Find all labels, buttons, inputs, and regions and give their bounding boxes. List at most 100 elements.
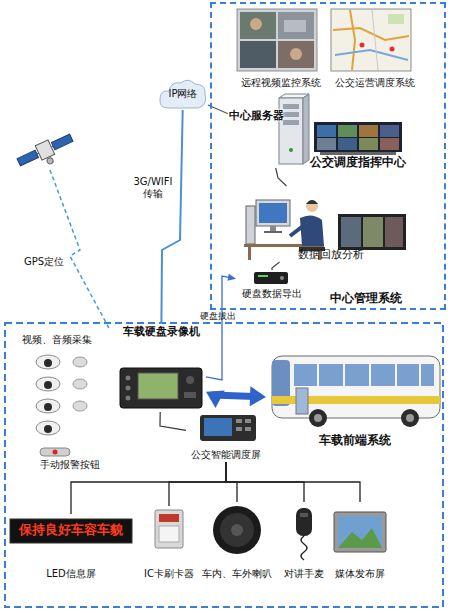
vehicle-dvr: 车载硬盘录像机 xyxy=(116,324,206,412)
free-label: GPS定位 xyxy=(24,256,74,268)
node-label: 对讲手麦 xyxy=(280,568,328,580)
dispatch-operation-system: 公交运营调度系统 xyxy=(330,8,420,90)
playback-screens xyxy=(338,214,406,250)
person-hair xyxy=(306,200,318,204)
server-bay xyxy=(283,104,299,109)
map-point xyxy=(360,43,365,48)
node-label: 数据回放分析 xyxy=(298,249,378,262)
dispatch-display xyxy=(204,418,232,436)
dome-camera xyxy=(36,421,60,435)
alarm-dot xyxy=(53,450,58,455)
led-sign: 保持良好车容车貌LED信息屏 xyxy=(8,514,134,584)
dispatch-key xyxy=(245,427,251,431)
connector xyxy=(226,462,360,502)
node-label: 远程视频监控系统 xyxy=(236,77,326,89)
bus-windows xyxy=(294,364,434,386)
node-label: 硬盘数据导出 xyxy=(236,288,308,300)
window-post xyxy=(419,364,421,386)
dvr-button xyxy=(126,376,131,381)
connector-line xyxy=(272,262,280,270)
node-label: 中心管理系统 xyxy=(330,292,442,306)
map-road xyxy=(350,10,355,70)
audio-pickup xyxy=(73,357,87,367)
av-capture: 视频、音频采集 xyxy=(22,332,104,444)
satellite xyxy=(15,130,77,175)
gps-signal xyxy=(50,170,110,330)
bus-wheel xyxy=(401,409,419,427)
command-center: 公交调度指挥中心 xyxy=(306,120,410,174)
wall-screen xyxy=(380,125,399,137)
server-side xyxy=(303,94,309,164)
node-caption: LED信息屏 xyxy=(8,568,134,580)
desk-leg xyxy=(248,247,251,260)
video-pane xyxy=(240,12,276,39)
connector-line xyxy=(160,412,186,430)
mic-cord xyxy=(301,536,307,560)
speaker-node: 车内、车外喇叭 xyxy=(196,502,278,582)
audio-pickup xyxy=(73,401,87,411)
node-label: 手动报警按钮 xyxy=(36,459,104,471)
monitor-screen xyxy=(259,203,287,223)
connector xyxy=(160,412,186,430)
handheld-mic xyxy=(296,508,312,536)
video-wall xyxy=(314,122,402,152)
person-body xyxy=(300,215,324,246)
led-panel xyxy=(10,519,132,543)
bus-wheel xyxy=(309,409,327,427)
node-label: 中心服务器 xyxy=(229,110,291,123)
node-label: IP网络 xyxy=(158,88,208,100)
bus-body xyxy=(272,356,440,418)
mic-node: 对讲手麦 xyxy=(280,502,328,582)
bus-door xyxy=(296,388,308,414)
solar-panel xyxy=(17,150,39,166)
node-label: 车内、车外喇叭 xyxy=(196,568,278,580)
person-head xyxy=(306,200,318,212)
dispatch-key xyxy=(245,419,251,423)
wall-screen xyxy=(338,138,357,150)
wall-screen xyxy=(380,138,399,150)
camera-lens xyxy=(44,403,52,411)
solar-panel xyxy=(51,134,73,150)
connector-line xyxy=(161,110,182,324)
pc-tower xyxy=(246,206,255,244)
window-post xyxy=(369,364,371,386)
connector xyxy=(169,462,226,506)
panel-arm xyxy=(51,146,53,148)
dvr-button xyxy=(126,396,131,401)
map-river xyxy=(335,50,408,60)
connector xyxy=(206,274,236,380)
connector xyxy=(161,110,182,324)
playback-pane xyxy=(385,217,403,247)
reader-pad xyxy=(159,526,179,542)
video-pane xyxy=(240,41,276,68)
node-label: 公交运营调度系统 xyxy=(330,77,420,89)
wheel-hub xyxy=(314,414,322,422)
connector-line xyxy=(276,168,287,186)
window-post xyxy=(317,364,319,386)
wheel-hub xyxy=(406,414,414,422)
video-screenshot xyxy=(237,9,317,71)
speaker-cone xyxy=(220,513,254,547)
camera-lens xyxy=(44,381,52,389)
wall-screen xyxy=(359,125,378,137)
ic-card-reader: IC卡刷卡器 xyxy=(138,506,200,582)
dvr-knob xyxy=(186,376,194,384)
arrow-head xyxy=(206,391,225,409)
map-road xyxy=(372,10,378,70)
reader-label xyxy=(159,514,179,522)
edge-label: 硬盘拔出 xyxy=(200,311,242,321)
connector xyxy=(206,386,266,408)
dvr-body xyxy=(120,368,202,408)
video-person xyxy=(290,48,302,60)
speaker-cap xyxy=(231,524,243,536)
dome-camera xyxy=(36,355,60,369)
media-picture xyxy=(338,528,382,548)
map-road xyxy=(333,28,409,40)
dispatch-screen: 公交智能调度屏 xyxy=(186,412,266,462)
node-label: 媒体发布屏 xyxy=(330,568,390,580)
connector-line xyxy=(169,462,226,506)
edge-label: 3G/WIFI 传输 xyxy=(130,176,176,199)
node-label: IC卡刷卡器 xyxy=(138,568,200,580)
